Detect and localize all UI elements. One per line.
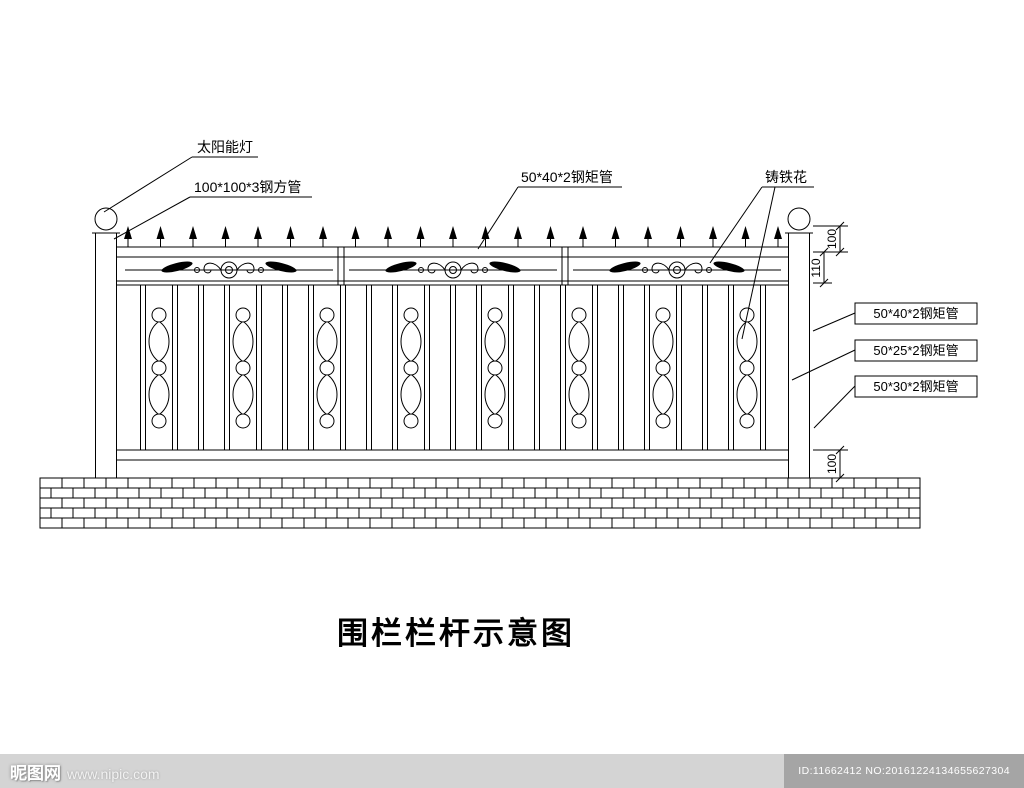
spike-finial	[416, 226, 425, 247]
spike-finial	[124, 226, 132, 247]
band-scroll-section	[125, 261, 333, 279]
post-body	[95, 232, 117, 479]
spike-finial	[221, 226, 230, 247]
vertical-bar	[618, 285, 624, 450]
vertical-bar	[172, 285, 178, 450]
vertical-bar	[140, 285, 146, 450]
boxed-labels: 50*40*2钢矩管 50*25*2钢矩管 50*30*2钢矩管	[854, 302, 978, 398]
spike-finial	[189, 226, 197, 247]
label-cast-iron-flower: 铸铁花	[765, 169, 807, 185]
cast-iron-ornament	[568, 307, 590, 429]
horizontal-rails	[117, 246, 789, 461]
right-post	[785, 207, 813, 479]
vertical-bar	[340, 285, 346, 450]
label-solar-light: 太阳能灯	[197, 139, 253, 155]
spike-finial	[254, 226, 262, 247]
vertical-bar	[450, 285, 456, 450]
cast-iron-ornament	[736, 307, 758, 429]
dim-bottom-100: 100	[825, 454, 839, 474]
spike-finial	[611, 226, 620, 247]
vertical-bar	[644, 285, 650, 450]
spike-finial	[741, 226, 750, 247]
spike-finial	[351, 226, 360, 247]
spike-finial	[546, 226, 555, 247]
dimension-annotations	[813, 221, 848, 483]
vertical-bar	[282, 285, 288, 450]
label-post-tube: 100*100*3钢方管	[194, 179, 301, 195]
spike-finial	[774, 226, 782, 247]
leader-lines	[103, 156, 856, 429]
cast-iron-ornament	[652, 307, 674, 429]
solar-light-ball	[787, 207, 811, 231]
vertical-bar	[476, 285, 482, 450]
vertical-bar	[592, 285, 598, 450]
post-body	[788, 232, 810, 479]
band-scroll-section	[349, 261, 557, 279]
brick-base-wall	[39, 477, 921, 529]
cast-iron-ornament	[316, 307, 338, 429]
cast-iron-ornaments	[148, 307, 758, 429]
label-rail-50-25: 50*25*2钢矩管	[873, 343, 958, 358]
solar-light-ball	[94, 207, 118, 231]
spike-finial	[676, 226, 685, 247]
vertical-bar	[198, 285, 204, 450]
vertical-bar	[676, 285, 682, 450]
nipic-logo: 昵图网	[10, 763, 61, 783]
spike-finial	[156, 226, 165, 247]
vertical-bar	[702, 285, 708, 450]
vertical-bar	[224, 285, 230, 450]
spike-finial	[384, 226, 392, 247]
spike-finial	[579, 226, 587, 247]
label-top-rail-tube: 50*40*2钢矩管	[521, 169, 613, 185]
vertical-bar	[366, 285, 372, 450]
cast-iron-ornament	[400, 307, 422, 429]
vertical-bar-grid	[140, 285, 766, 450]
cast-iron-ornament	[148, 307, 170, 429]
spike-finial	[286, 226, 295, 247]
vertical-bar	[308, 285, 314, 450]
spike-finial	[644, 226, 652, 247]
dim-mid-110: 110	[809, 258, 823, 277]
vertical-bar	[534, 285, 540, 450]
nipic-url: www.nipic.com	[67, 765, 160, 782]
watermark-bar: 昵图网 www.nipic.com ID:11662412 NO:2016122…	[0, 754, 1024, 788]
left-post	[92, 207, 120, 479]
dim-top-100: 100	[825, 229, 839, 249]
vertical-bar	[392, 285, 398, 450]
spike-finial	[481, 226, 490, 247]
vertical-bar	[560, 285, 566, 450]
label-rail-50-40: 50*40*2钢矩管	[873, 306, 958, 321]
vertical-bar	[508, 285, 514, 450]
watermark-left: 昵图网 www.nipic.com	[0, 759, 160, 784]
spike-finial	[514, 226, 522, 247]
fence-schematic: 太阳能灯 100*100*3钢方管 50*40*2钢矩管 铸铁花 50*40*2…	[39, 139, 978, 529]
label-rail-50-30: 50*30*2钢矩管	[873, 379, 958, 394]
vertical-bar	[760, 285, 766, 450]
band-scroll-section	[573, 261, 781, 279]
drawing-title: 围栏栏杆示意图	[337, 616, 575, 651]
spike-finial	[449, 226, 457, 247]
decorative-scroll-band	[125, 247, 781, 285]
spike-finial	[709, 226, 717, 247]
cast-iron-ornament	[484, 307, 506, 429]
spike-finial	[319, 226, 327, 247]
cast-iron-ornament	[232, 307, 254, 429]
spike-finial-row	[124, 226, 782, 247]
vertical-bar	[256, 285, 262, 450]
watermark-image-id: ID:11662412 NO:20161224134655627304	[784, 754, 1024, 788]
vertical-bar	[424, 285, 430, 450]
vertical-bar	[728, 285, 734, 450]
